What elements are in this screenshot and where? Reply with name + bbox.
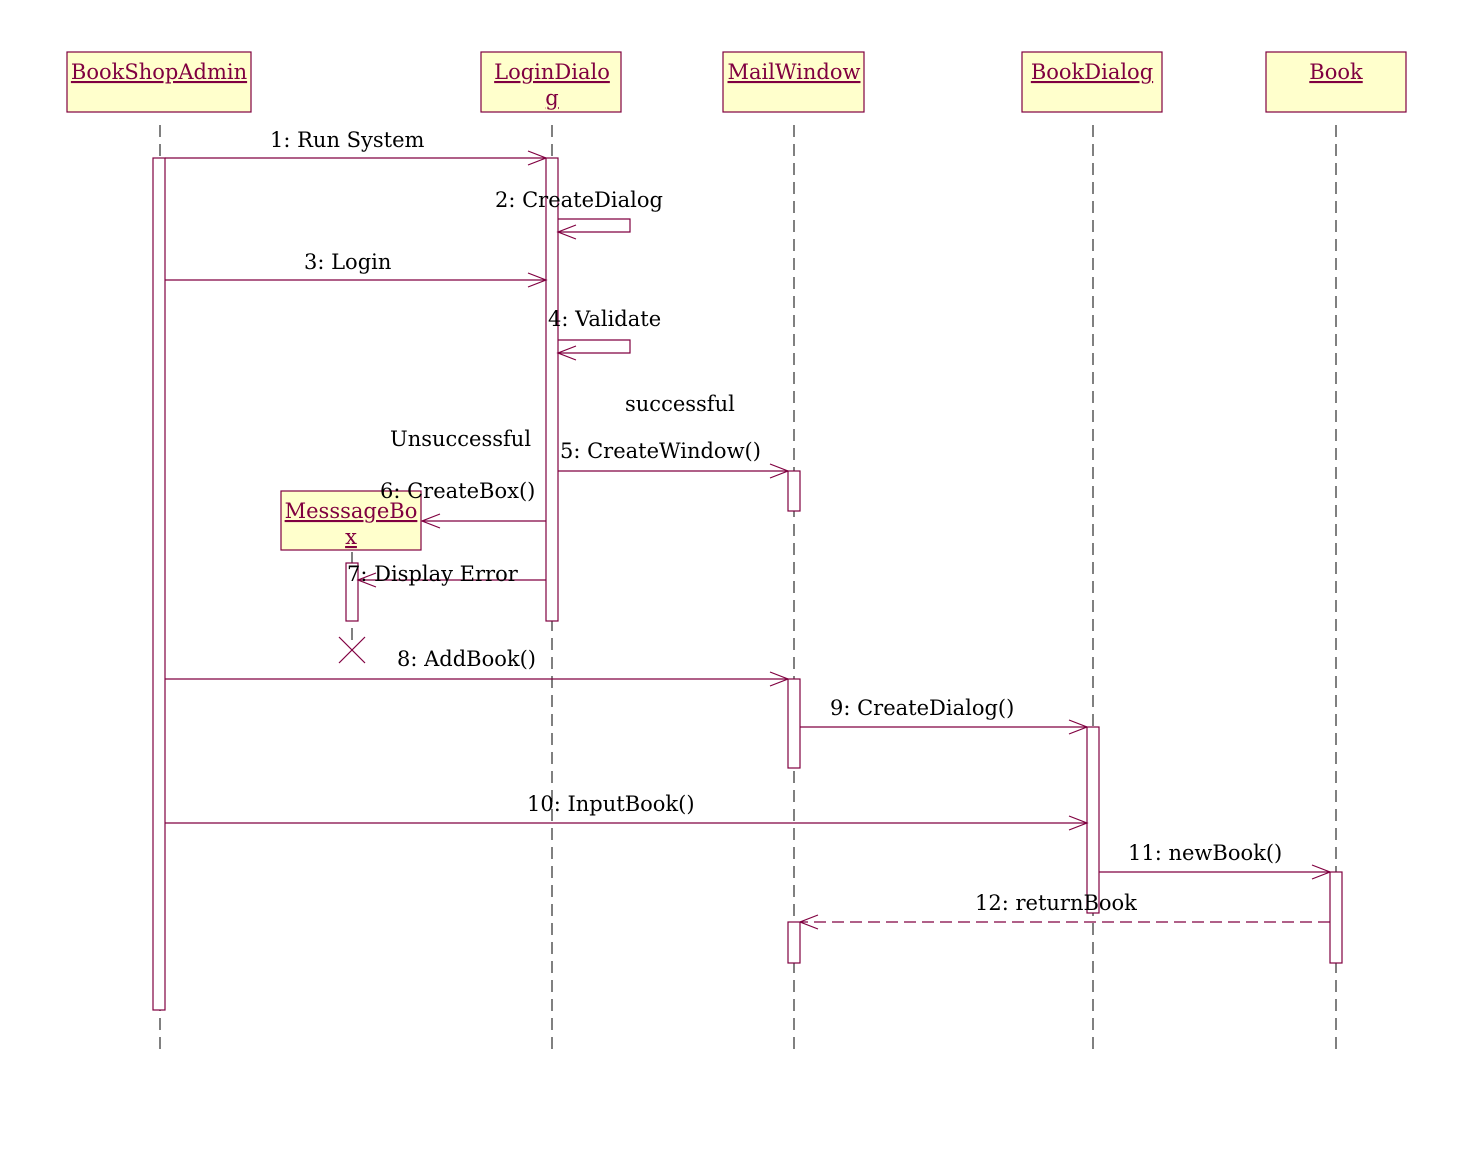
message-11-label: 11: newBook() [1128,841,1282,865]
message-12-label: 12: returnBook [975,891,1137,915]
participant-messagebox-label-line2: x [345,525,357,549]
message-2-label: 2: CreateDialog [495,188,663,212]
message-4[interactable]: 4: Validate [548,307,661,361]
message-3-label: 3: Login [304,250,391,274]
participant-logindialog[interactable]: LoginDialo g [480,51,622,113]
activation-mailwindow-2 [787,678,801,769]
message-7[interactable]: 7: Display Error [347,562,546,588]
activation-mailwindow-1 [787,470,801,512]
message-9-label: 9: CreateDialog() [830,696,1014,720]
destroy-marker [338,636,366,664]
activation-mailwindow-3 [787,921,801,964]
message-1-label: 1: Run System [270,128,425,152]
message-12[interactable]: 12: returnBook [798,891,1330,930]
guard-unsuccessful: Unsuccessful [390,427,531,451]
message-8[interactable]: 8: AddBook() [165,647,790,687]
participant-bookdialog-label: BookDialog [1031,60,1153,84]
message-1[interactable]: 1: Run System [165,128,548,166]
message-6[interactable]: 6: CreateBox() [380,479,546,529]
participant-bookdialog[interactable]: BookDialog [1021,51,1163,113]
message-4-label: 4: Validate [548,307,661,331]
activation-logindialog [545,157,559,622]
message-5[interactable]: 5: CreateWindow() [558,439,790,479]
participant-mailwindow-label: MailWindow [728,60,861,84]
message-11[interactable]: 11: newBook() [1099,841,1332,880]
activation-bookshopadmin [152,157,166,1011]
participant-logindialog-label-line2: g [545,86,558,110]
activation-book [1329,871,1343,964]
message-5-label: 5: CreateWindow() [560,439,761,463]
message-6-label: 6: CreateBox() [380,479,535,503]
participant-mailwindow[interactable]: MailWindow [722,51,865,113]
participant-book[interactable]: Book [1265,51,1407,113]
guard-successful: successful [625,392,735,416]
participant-bookshopadmin[interactable]: BookShopAdmin [66,51,252,113]
participant-bookshopadmin-label: BookShopAdmin [71,60,247,84]
participant-logindialog-label-line1: LoginDialo [494,60,610,84]
participant-messagebox[interactable]: MesssageBo x [280,490,422,551]
message-10-label: 10: InputBook() [527,792,695,816]
activation-bookdialog [1086,726,1100,914]
message-2[interactable]: 2: CreateDialog [495,188,663,240]
participant-messagebox-label-line1: MesssageBo [285,499,418,523]
message-3[interactable]: 3: Login [165,250,548,288]
participant-book-label: Book [1309,60,1363,84]
message-8-label: 8: AddBook() [397,647,536,671]
message-10[interactable]: 10: InputBook() [165,792,1089,831]
activation-messagebox [345,562,359,622]
message-7-label: 7: Display Error [347,562,519,586]
message-9[interactable]: 9: CreateDialog() [800,696,1089,735]
